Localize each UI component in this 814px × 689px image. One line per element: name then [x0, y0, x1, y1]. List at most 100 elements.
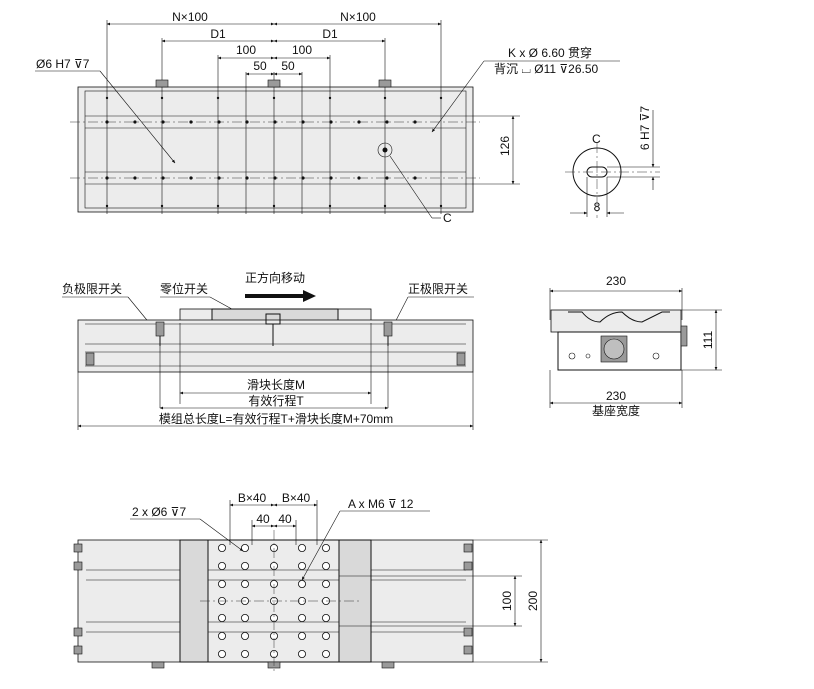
thread-hole [217, 650, 226, 659]
slider-length-label: 滑块长度M [247, 377, 305, 392]
thread-hole [240, 580, 249, 589]
pos-limit-label: 正极限开关 [408, 282, 468, 296]
edge-hole [328, 96, 332, 100]
edge-hole [272, 96, 276, 100]
thread-hole [297, 614, 306, 623]
mounting-hole [245, 120, 249, 124]
top-view: N×100 N×100 D1 D1 100 100 50 50 Ø6 H7 ⊽7… [35, 10, 620, 225]
thread-hole [321, 614, 330, 623]
edge-hole [105, 96, 109, 100]
total-length-label: 模组总长度L=有效行程T+滑块长度M+70mm [159, 411, 393, 426]
mounting-hole [357, 120, 361, 124]
thread-hole [297, 580, 306, 589]
dim-n100-left: N×100 [172, 10, 208, 24]
direction-arrow-icon [245, 290, 316, 302]
detail-c-dim-8: 8 [594, 200, 601, 214]
mounting-hole [413, 120, 417, 124]
edge-hole [216, 96, 220, 100]
dim-n100-right: N×100 [340, 10, 376, 24]
edge-hole [216, 204, 220, 208]
edge-hole [439, 204, 443, 208]
dim-40-left: 40 [256, 512, 270, 526]
callout-through-line1: K x Ø 6.60 贯穿 [508, 45, 592, 60]
zero-switch-label: 零位开关 [160, 281, 208, 296]
thread-hole [217, 580, 226, 589]
thread-hole [321, 544, 330, 553]
mounting-hole [161, 176, 165, 180]
thread-hole [240, 650, 249, 659]
mounting-hole [189, 176, 193, 180]
mounting-hole [189, 120, 193, 124]
edge-hole [105, 204, 109, 208]
thread-hole [217, 544, 226, 553]
thread-hole [240, 632, 249, 641]
mounting-hole [357, 176, 361, 180]
base-width-label: 基座宽度 [592, 403, 640, 418]
end-dim-230-top: 230 [606, 274, 626, 288]
mounting-hole [273, 120, 277, 124]
edge-hole [439, 96, 443, 100]
thread-hole [297, 632, 306, 641]
dim-d1-right: D1 [322, 27, 338, 41]
mounting-hole [301, 120, 305, 124]
mounting-hole [385, 176, 389, 180]
dim-bx40-left: B×40 [238, 491, 267, 505]
mounting-hole [133, 120, 137, 124]
dim-126: 126 [498, 136, 512, 156]
thread-hole [321, 650, 330, 659]
dim-100: 100 [500, 591, 514, 611]
dim-50-left: 50 [253, 59, 267, 73]
mounting-hole [245, 176, 249, 180]
side-view: 正方向移动 负极限开关 零位开关 正极限开关 [62, 270, 474, 430]
edge-hole [383, 204, 387, 208]
detail-c-depth: 6 H7 ⊽7 [638, 106, 652, 150]
dim-100-left: 100 [236, 43, 256, 57]
dim-100-right: 100 [292, 43, 312, 57]
thread-hole [297, 562, 306, 571]
thread-hole [297, 650, 306, 659]
edge-hole [160, 96, 164, 100]
end-dim-111: 111 [701, 331, 715, 350]
mounting-hole [413, 176, 417, 180]
mounting-hole [105, 176, 109, 180]
thread-hole [217, 632, 226, 641]
mounting-holes [105, 96, 443, 208]
thread-hole [240, 562, 249, 571]
end-view: 230 111 230 基座宽度 [549, 274, 722, 418]
callout-carriage-thread: A x M6 ⊽ 12 [348, 497, 414, 511]
edge-hole [383, 96, 387, 100]
thread-hole [217, 614, 226, 623]
edge-hole [160, 204, 164, 208]
thread-hole [297, 544, 306, 553]
mounting-hole [133, 176, 137, 180]
callout-through-line2: 背沉 ⌴ Ø11 ⊽26.50 [494, 62, 599, 76]
callout-carriage-pin: 2 x Ø6 ⊽7 [132, 505, 186, 519]
mounting-hole [329, 176, 333, 180]
mounting-hole [329, 120, 333, 124]
neg-limit-label: 负极限开关 [62, 282, 122, 296]
dim-d1-left: D1 [210, 27, 226, 41]
top-view-body [77, 86, 474, 213]
detail-c: C 6 H7 ⊽7 8 [565, 106, 660, 218]
dim-40-right: 40 [278, 512, 292, 526]
effective-travel-label: 有效行程T [248, 393, 304, 408]
label-c: C [443, 211, 452, 225]
dim-200: 200 [526, 591, 540, 611]
thread-hole [321, 562, 330, 571]
thread-hole [240, 614, 249, 623]
mounting-hole [105, 120, 109, 124]
side-view-body [77, 319, 474, 373]
mounting-hole [161, 120, 165, 124]
mounting-hole [385, 120, 389, 124]
direction-label: 正方向移动 [245, 270, 305, 285]
end-dim-230-bottom: 230 [606, 389, 626, 403]
mounting-hole [217, 176, 221, 180]
dim-bx40-right: B×40 [282, 491, 311, 505]
thread-hole [217, 562, 226, 571]
thread-hole [321, 632, 330, 641]
callout-pin-hole: Ø6 H7 ⊽7 [36, 57, 90, 71]
thread-hole [321, 580, 330, 589]
edge-hole [272, 204, 276, 208]
dim-50-right: 50 [281, 59, 295, 73]
